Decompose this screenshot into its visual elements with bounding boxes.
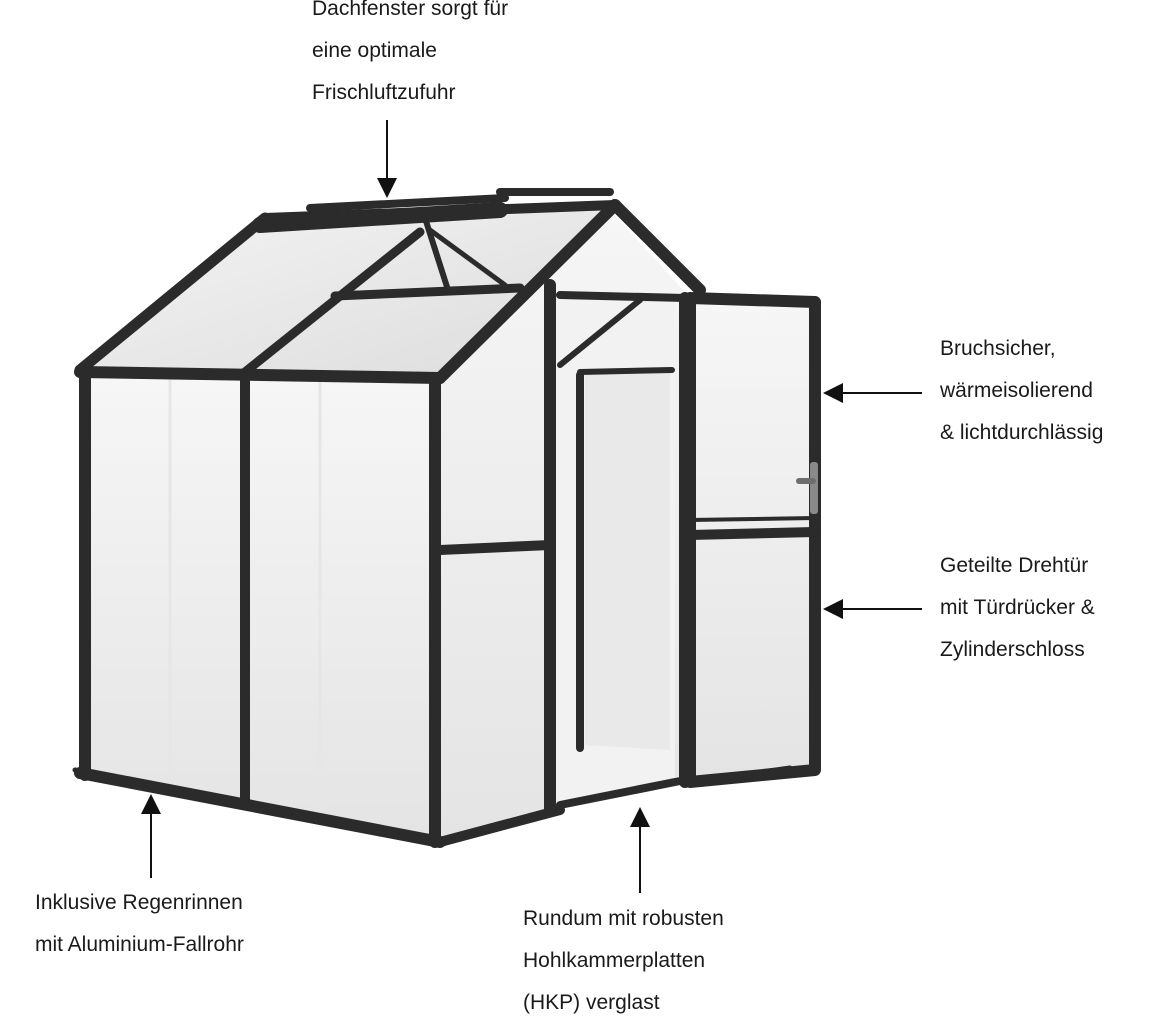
callout-line: Inklusive Regenrinnen	[35, 891, 243, 914]
callout-line: eine optimale	[312, 39, 437, 62]
panels-callout: Bruchsicher, wärmeisolierend & lichtdurc…	[940, 328, 1103, 454]
callout-line: Bruchsicher,	[940, 337, 1056, 360]
callout-line: mit Aluminium-Fallrohr	[35, 933, 244, 956]
side-wall	[85, 375, 435, 840]
callout-line: Dachfenster sorgt für	[312, 0, 509, 20]
callout-line: wärmeisolierend	[940, 379, 1093, 402]
gutter-callout: Inklusive Regenrinnen mit Aluminium-Fall…	[35, 882, 244, 966]
callout-arrows	[141, 120, 922, 893]
walls-callout: Rundum mit robusten Hohlkammerplatten (H…	[523, 898, 724, 1024]
door-callout: Geteilte Drehtür mit Türdrücker & Zylind…	[940, 545, 1095, 671]
door-leaf	[690, 298, 815, 780]
callout-line: Hohlkammerplatten	[523, 949, 706, 972]
callout-line: & lichtdurchlässig	[940, 421, 1104, 444]
roof-window-callout: Dachfenster sorgt für eine optimale Fris…	[312, 0, 508, 114]
callout-line: Rundum mit robusten	[523, 907, 724, 930]
callout-line: (HKP) verglast	[523, 991, 660, 1014]
callout-line: Zylinderschloss	[940, 638, 1085, 661]
frame	[72, 188, 821, 848]
callout-line: Frischluftzufuhr	[312, 81, 456, 104]
callout-line: mit Türdrücker &	[940, 596, 1095, 619]
door-handle	[796, 462, 818, 514]
door-opening	[555, 295, 675, 805]
callout-line: Geteilte Drehtür	[940, 554, 1089, 577]
